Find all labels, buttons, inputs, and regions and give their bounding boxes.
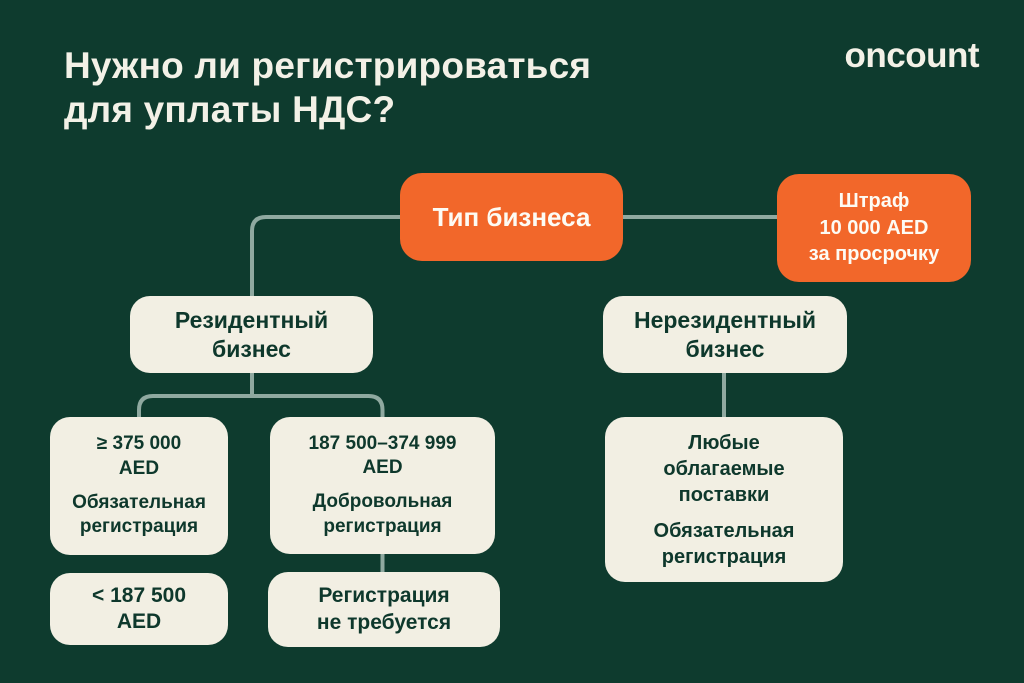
node-resident-business: Резидентный бизнес [130,296,373,373]
node-no-registration: Регистрация не требуется [268,572,500,647]
voluntary-action-text: Добровольная регистрация [312,491,453,537]
nonresident-condition-text: Любые облагаемые поставки [663,431,785,506]
node-nonresident-label: Нерезидентный бизнес [633,307,817,362]
nonresident-action-text: Обязательная регистрация [653,519,795,568]
connector-resident-branches [137,394,385,417]
node-business-type-label: Тип бизнеса [432,201,591,232]
node-business-type: Тип бизнеса [400,173,623,261]
brand-logo: oncount [844,36,979,75]
voluntary-amount-text: 187 500–374 999 AED [308,432,457,479]
connector-root-to-resident [250,215,400,296]
node-penalty-label: Штраф 10 000 AED за просрочку [808,190,940,266]
node-nonresident-rule: Любые облагаемые поставки Обязательная р… [605,417,843,582]
node-penalty: Штраф 10 000 AED за просрочку [777,174,971,282]
no-registration-text: Регистрация не требуется [316,584,452,634]
node-nonresident-business: Нерезидентный бизнес [603,296,847,373]
mandatory-amount-text: ≥ 375 000 AED [96,433,182,479]
node-voluntary-registration: 187 500–374 999 AED Добровольная регистр… [270,417,495,554]
node-mandatory-registration: ≥ 375 000 AED Обязательная регистрация [50,417,228,555]
node-below-threshold: < 187 500 AED [50,573,228,645]
mandatory-action-text: Обязательная регистрация [72,491,206,538]
below-threshold-text: < 187 500 AED [91,583,186,633]
page-title: Нужно ли регистрироваться для уплаты НДС… [64,45,592,130]
node-resident-label: Резидентный бизнес [174,307,329,362]
